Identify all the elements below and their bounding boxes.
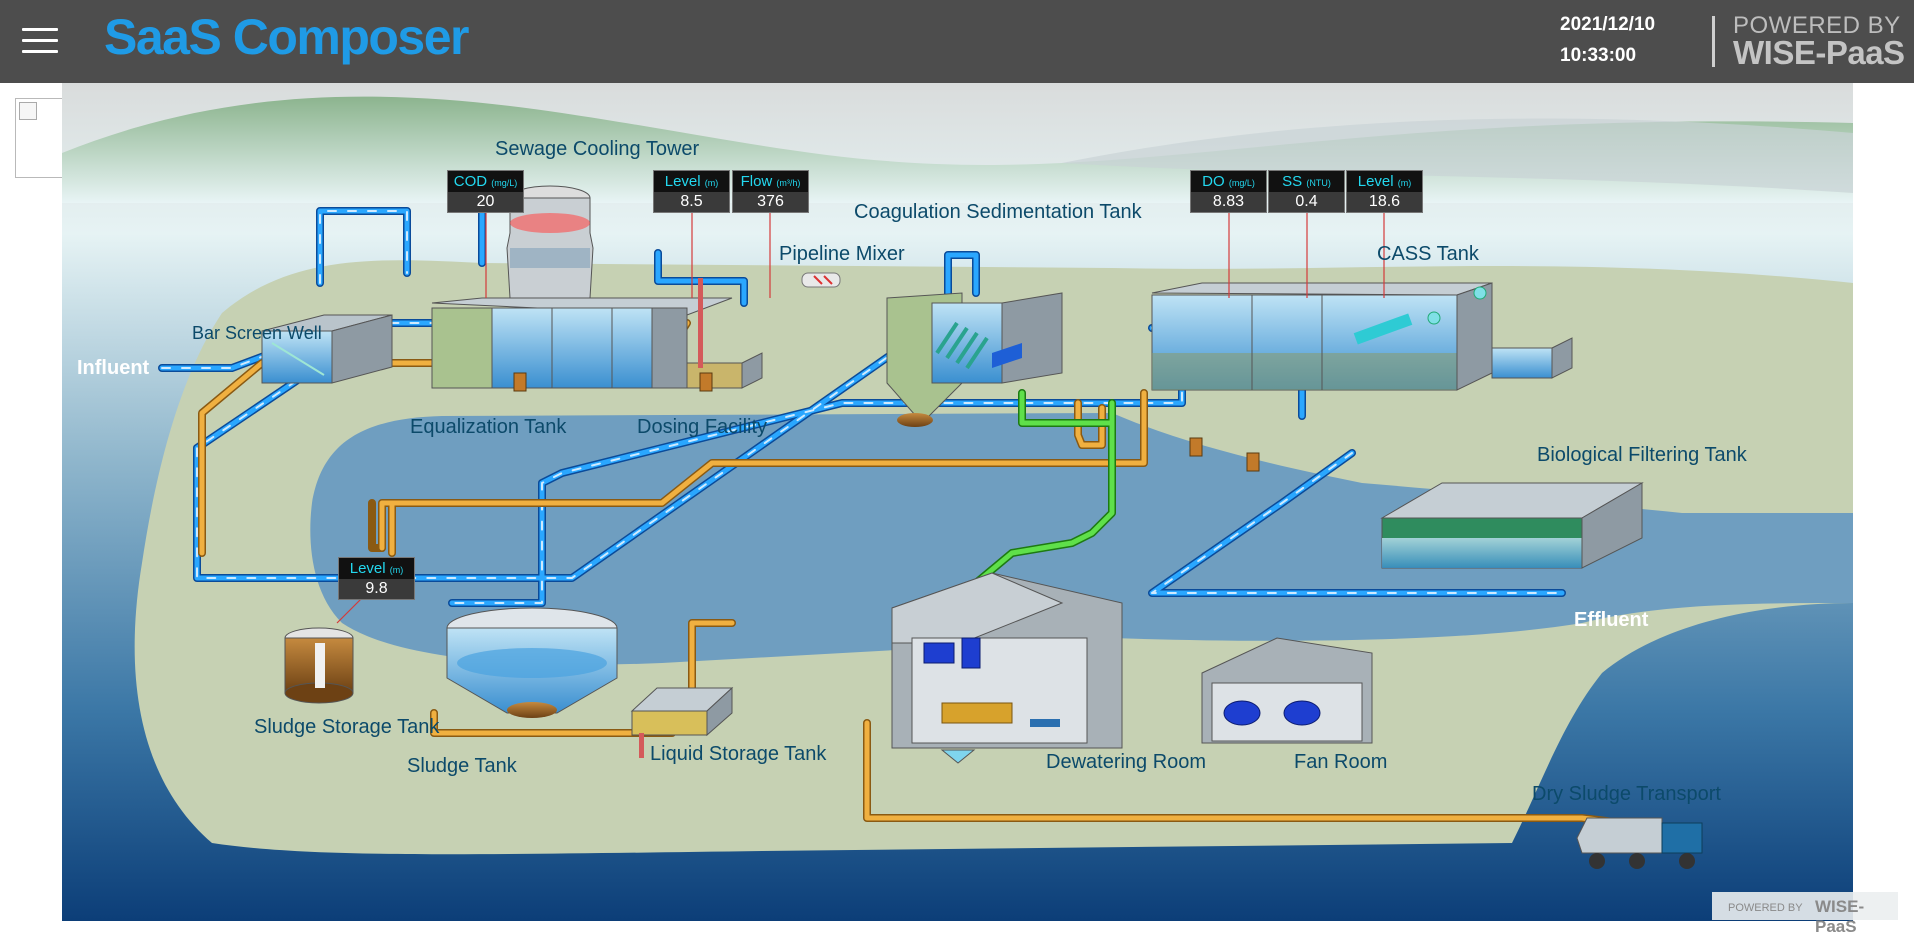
dewatering-room-label: Dewatering Room <box>1046 751 1207 773</box>
app-title: SaaS Composer <box>104 9 469 65</box>
dosing-level-value: 8.5 <box>654 192 729 212</box>
biological-filtering-tank-label: Biological Filtering Tank <box>1537 444 1747 466</box>
dosing-facility-label: Dosing Facility <box>637 416 768 438</box>
ss-gauge: SS (NTU) 0.4 <box>1268 170 1345 213</box>
dosing-level-gauge: Level (m) 8.5 <box>653 170 730 213</box>
top-bar: SaaS Composer 2021/12/10 10:33:00 POWERE… <box>0 0 1914 83</box>
cod-gauge: COD (mg/L) 20 <box>447 170 524 213</box>
cass-tank-label: CASS Tank <box>1377 243 1479 265</box>
cod-value: 20 <box>448 192 523 212</box>
header-divider <box>1712 16 1715 67</box>
liquid-storage-tank-label: Liquid Storage Tank <box>650 743 827 765</box>
hamburger-menu-icon[interactable] <box>22 26 58 56</box>
effluent-label: Effluent <box>1574 609 1649 631</box>
footer-powered-by: POWERED BY <box>1728 902 1803 914</box>
sludge-level-gauge: Level (m) 9.8 <box>338 557 415 600</box>
influent-label: Influent <box>77 357 150 379</box>
ss-value: 0.4 <box>1269 192 1344 212</box>
time-display: 10:33:00 <box>1560 45 1637 66</box>
equalization-tank-label: Equalization Tank <box>410 416 567 438</box>
do-gauge: DO (mg/L) 8.83 <box>1190 170 1267 213</box>
footer-brand-logo: WISE-PaaS <box>1815 897 1865 936</box>
cass-level-value: 18.6 <box>1347 192 1422 212</box>
fan-room-label: Fan Room <box>1294 751 1388 773</box>
date-display: 2021/12/10 <box>1560 14 1656 35</box>
powered-by-label: POWERED BY <box>1733 12 1901 39</box>
coagulation-tank-label: Coagulation Sedimentation Tank <box>854 201 1142 223</box>
brand-logo: WISE-PaaS <box>1733 34 1905 71</box>
do-value: 8.83 <box>1191 192 1266 212</box>
sludge-storage-tank-label: Sludge Storage Tank <box>254 716 440 738</box>
cass-level-gauge: Level (m) 18.6 <box>1346 170 1423 213</box>
sewage-cooling-tower-label: Sewage Cooling Tower <box>495 138 700 160</box>
dry-sludge-transport-label: Dry Sludge Transport <box>1532 783 1721 805</box>
sludge-level-value: 9.8 <box>339 579 414 599</box>
flow-value: 376 <box>733 192 808 212</box>
process-scene: Influent Effluent Bar Screen Well Sewage… <box>62 83 1853 921</box>
flow-gauge: Flow (m³/h) 376 <box>732 170 809 213</box>
footer-brand: POWERED BY WISE-PaaS <box>1712 892 1898 936</box>
pipeline-mixer-label: Pipeline Mixer <box>779 243 905 265</box>
bar-screen-well-label: Bar Screen Well <box>192 323 322 343</box>
sludge-tank-label: Sludge Tank <box>407 755 517 777</box>
